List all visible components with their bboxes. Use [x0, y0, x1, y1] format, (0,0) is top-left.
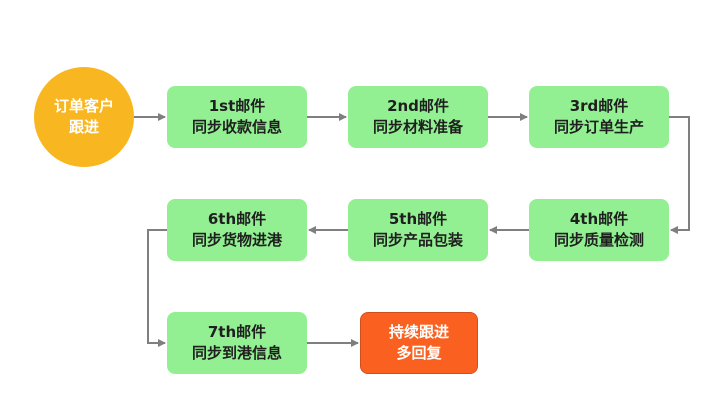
step-5-desc: 同步产品包装 [372, 231, 463, 249]
step-4-quality-inspection: 4th邮件 同步质量检测 [529, 199, 669, 261]
step-1-payment-info: 1st邮件 同步收款信息 [167, 86, 307, 148]
step-6-goods-to-port: 6th邮件 同步货物进港 [167, 199, 307, 261]
step-2-desc: 同步材料准备 [372, 118, 463, 136]
step-5-title: 5th邮件 [388, 210, 448, 228]
step-6-title: 6th邮件 [207, 210, 267, 228]
step-1-title: 1st邮件 [208, 97, 266, 115]
step-3-desc: 同步订单生产 [553, 118, 644, 136]
end-node-continuous-follow-up: 持续跟进 多回复 [360, 312, 478, 374]
start-node-line2: 跟进 [68, 118, 99, 136]
step-1-desc: 同步收款信息 [191, 118, 282, 136]
step-3-order-production: 3rd邮件 同步订单生产 [529, 86, 669, 148]
step-2-material-prep: 2nd邮件 同步材料准备 [348, 86, 488, 148]
step-4-title: 4th邮件 [569, 210, 629, 228]
connector-step-3-to-step-4 [669, 116, 690, 234]
step-6-desc: 同步货物进港 [191, 231, 282, 249]
step-2-title: 2nd邮件 [387, 97, 449, 115]
end-node-line1: 持续跟进 [388, 323, 449, 341]
step-3-title: 3rd邮件 [569, 97, 629, 115]
end-node-line2: 多回复 [396, 344, 442, 362]
connector-step-6-to-step-7 [147, 229, 167, 347]
start-node-line1: 订单客户 [53, 97, 114, 115]
step-7-arrival-info: 7th邮件 同步到港信息 [167, 312, 307, 374]
step-5-product-packaging: 5th邮件 同步产品包装 [348, 199, 488, 261]
start-node-customer-follow-up: 订单客户 跟进 [34, 67, 134, 167]
step-4-desc: 同步质量检测 [553, 231, 644, 249]
step-7-title: 7th邮件 [207, 323, 267, 341]
step-7-desc: 同步到港信息 [191, 344, 282, 362]
